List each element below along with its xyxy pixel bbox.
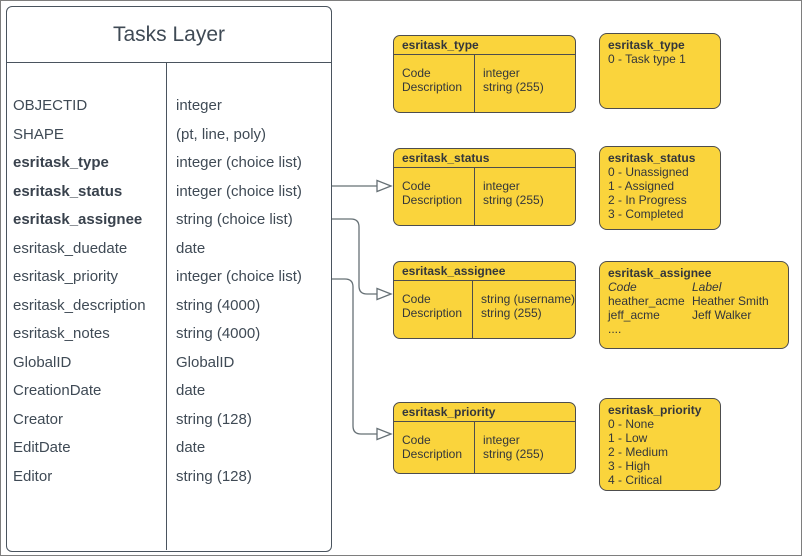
field-types-column: integer (pt, line, poly) integer (choice… xyxy=(167,63,331,550)
field-name: CreationDate xyxy=(13,382,102,399)
schema-field-type: string (255) xyxy=(483,192,544,207)
domain-value: 2 - In Progress xyxy=(608,193,687,207)
schema-box-esritask-type: esritask_type Code Description integer s… xyxy=(393,35,576,113)
field-type: string (4000) xyxy=(176,325,261,342)
schema-box-body: Code Description integer string (255) xyxy=(394,422,575,473)
field-type: (pt, line, poly) xyxy=(176,125,267,143)
domain-value-ellipsis: .... xyxy=(608,322,622,336)
field-type: string (128) xyxy=(176,467,252,485)
field-name: SHAPE xyxy=(13,125,64,143)
field-name: esritask_assignee xyxy=(13,211,143,228)
schema-field-type: string (255) xyxy=(480,305,542,320)
field-type: integer (choice list) xyxy=(176,154,302,171)
field-type: string (128) xyxy=(176,410,252,428)
connector-priority-line xyxy=(332,278,377,435)
field-name: OBJECTID xyxy=(13,97,88,114)
entity-title: Tasks Layer xyxy=(7,7,331,63)
domain-value: 3 - Completed xyxy=(608,207,684,221)
domain-value: 1 - Assigned xyxy=(608,179,675,193)
schema-field-type: integer xyxy=(483,433,520,447)
tasks-layer-entity: Tasks Layer OBJECTID SHAPE esritask_type… xyxy=(6,6,332,552)
schema-field-name: Description xyxy=(402,192,463,207)
schema-field-name: Description xyxy=(402,446,463,461)
values-box-esritask-assignee: esritask_assignee Code heather_acme jeff… xyxy=(599,261,789,349)
values-box-title: esritask_type xyxy=(608,38,685,52)
column-header-code: Code xyxy=(608,280,637,294)
domain-value: 0 - Unassigned xyxy=(608,165,689,179)
connector-assignee-line xyxy=(332,218,377,295)
arrowhead-status-icon xyxy=(376,179,393,193)
schema-field-name: Code xyxy=(402,66,431,80)
field-name: esritask_description xyxy=(13,296,146,314)
domain-value: 1 - Low xyxy=(608,431,648,445)
schema-box-body: Code Description integer string (255) xyxy=(394,55,575,112)
schema-box-body: Code Description integer string (255) xyxy=(394,168,575,225)
field-name: esritask_type xyxy=(13,154,109,171)
values-box-esritask-status: esritask_status 0 - Unassigned 1 - Assig… xyxy=(599,146,721,230)
domain-value: 4 - Critical xyxy=(608,473,663,487)
domain-value: 3 - High xyxy=(608,459,651,473)
field-name: esritask_duedate xyxy=(13,239,128,257)
field-name: Creator xyxy=(13,410,64,428)
domain-value-label: Jeff Walker xyxy=(692,308,752,322)
schema-field-name: Description xyxy=(402,79,463,94)
entity-field-list: OBJECTID SHAPE esritask_type esritask_st… xyxy=(7,63,331,550)
field-name: esritask_notes xyxy=(13,325,110,342)
schema-box-esritask-status: esritask_status Code Description integer… xyxy=(393,148,576,226)
domain-value: 0 - Task type 1 xyxy=(608,52,686,66)
values-box-esritask-priority: esritask_priority 0 - None 1 - Low 2 - M… xyxy=(599,398,721,491)
field-name: Editor xyxy=(13,467,53,485)
schema-box-title: esritask_type xyxy=(394,36,575,55)
field-type: integer xyxy=(176,97,222,114)
field-name: GlobalID xyxy=(13,353,72,371)
schema-field-name: Code xyxy=(402,292,431,306)
field-name: EditDate xyxy=(13,439,71,456)
schema-box-title: esritask_priority xyxy=(394,403,575,422)
arrowhead-priority-icon xyxy=(376,427,393,441)
values-box-title: esritask_status xyxy=(608,151,696,165)
domain-value: 0 - None xyxy=(608,417,655,431)
field-type: integer (choice list) xyxy=(176,268,302,285)
schema-field-name: Code xyxy=(402,179,431,193)
schema-box-title: esritask_assignee xyxy=(394,262,575,281)
field-type: string (choice list) xyxy=(176,211,293,228)
schema-field-type: string (255) xyxy=(483,446,544,461)
schema-box-esritask-priority: esritask_priority Code Description integ… xyxy=(393,402,576,474)
values-box-esritask-type: esritask_type 0 - Task type 1 xyxy=(599,33,721,109)
schema-field-type: integer xyxy=(483,66,520,80)
field-type: string (4000) xyxy=(176,296,261,314)
field-type: date xyxy=(176,382,206,399)
domain-value: 2 - Medium xyxy=(608,445,669,459)
values-box-title: esritask_priority xyxy=(608,403,702,417)
field-names-column: OBJECTID SHAPE esritask_type esritask_st… xyxy=(7,63,167,550)
schema-field-type: integer xyxy=(483,179,520,193)
schema-box-body: Code Description string (username) strin… xyxy=(394,281,575,338)
arrowhead-assignee-icon xyxy=(376,287,393,301)
field-name: esritask_status xyxy=(13,182,123,200)
schema-field-name: Code xyxy=(402,433,431,447)
schema-field-type: string (255) xyxy=(483,79,544,94)
field-type: GlobalID xyxy=(176,353,235,371)
field-type: date xyxy=(176,239,206,257)
field-type: integer (choice list) xyxy=(176,182,302,200)
domain-value-code: heather_acme xyxy=(608,294,685,308)
field-type: date xyxy=(176,439,206,456)
values-box-title: esritask_assignee xyxy=(608,266,712,280)
domain-value-code: jeff_acme xyxy=(608,308,660,322)
schema-box-title: esritask_status xyxy=(394,149,575,168)
column-header-label: Label xyxy=(692,280,722,294)
schema-field-type: string (username) xyxy=(480,292,575,306)
schema-field-name: Description xyxy=(402,305,463,320)
field-name: esritask_priority xyxy=(13,268,119,285)
domain-value-label: Heather Smith xyxy=(692,294,769,308)
schema-box-esritask-assignee: esritask_assignee Code Description strin… xyxy=(393,261,576,339)
assignee-values-columns: Code heather_acme jeff_acme .... Label H… xyxy=(608,280,788,336)
